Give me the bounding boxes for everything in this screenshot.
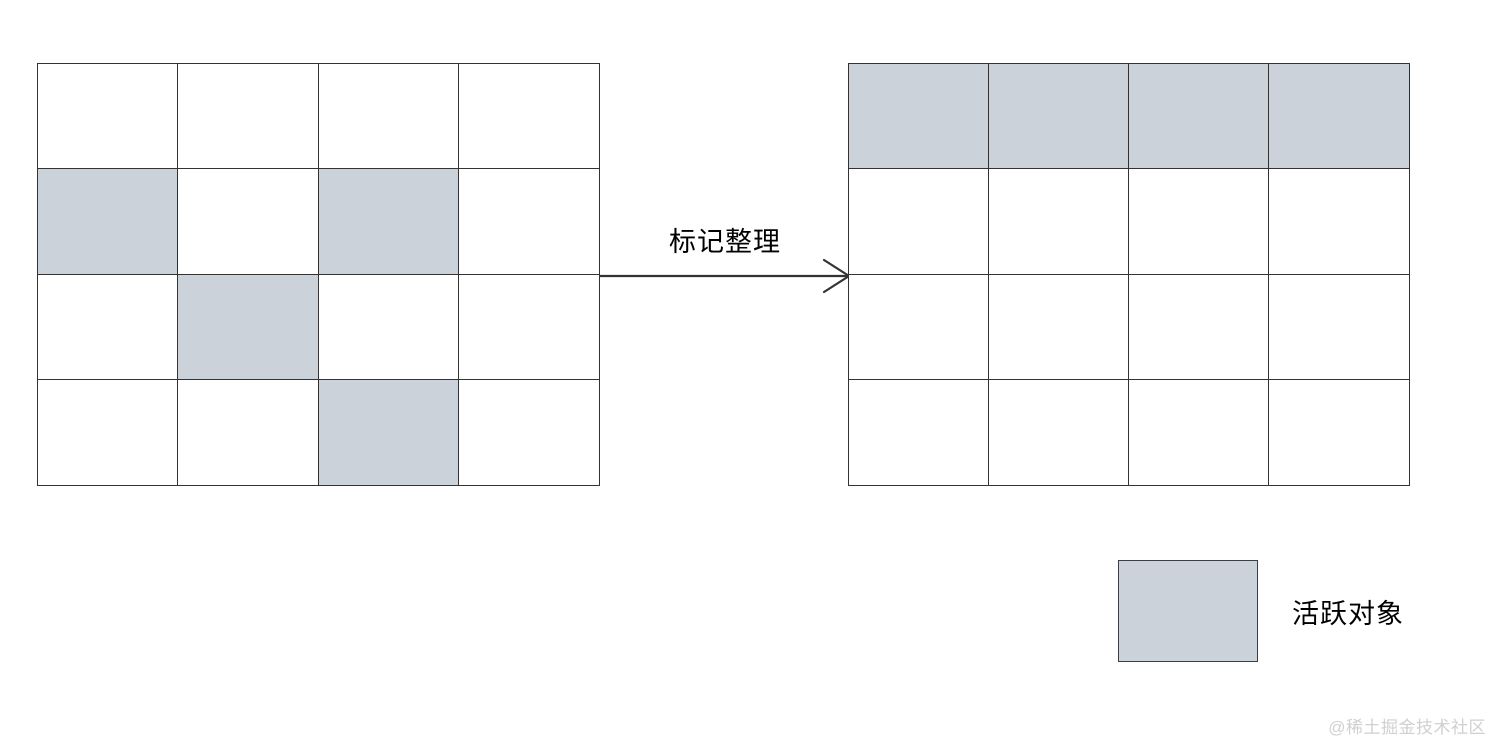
grid-cell-empty (177, 63, 320, 171)
grid-cell-empty (988, 273, 1130, 381)
arrow-icon (600, 258, 852, 294)
legend: 活跃对象 (1118, 560, 1404, 662)
grid-cell-empty (848, 168, 990, 276)
grid-cell-empty (37, 273, 180, 381)
grid-cell-empty (37, 378, 180, 486)
grid-cell-active (1268, 63, 1410, 171)
arrow-label: 标记整理 (669, 227, 781, 257)
grid-cell-empty (177, 168, 320, 276)
grid-cell-active (317, 378, 460, 486)
grid-cell-empty (457, 63, 600, 171)
grid-cell-empty (457, 273, 600, 381)
grid-cell-active (37, 168, 180, 276)
grid-cell-empty (1128, 378, 1270, 486)
grid-cell-active (177, 273, 320, 381)
grid-cell-empty (1268, 168, 1410, 276)
heap-after-grid (848, 63, 1410, 486)
legend-label: 活跃对象 (1292, 598, 1404, 629)
grid-cell-empty (37, 63, 180, 171)
transition-arrow (596, 200, 856, 360)
legend-swatch-active-object (1118, 560, 1258, 662)
grid-cell-active (1128, 63, 1270, 171)
grid-cell-empty (1128, 168, 1270, 276)
grid-cell-empty (317, 273, 460, 381)
grid-cell-empty (177, 378, 320, 486)
grid-cell-empty (457, 168, 600, 276)
grid-cell-empty (988, 168, 1130, 276)
heap-before-grid (37, 63, 600, 486)
grid-cell-active (317, 168, 460, 276)
grid-cell-empty (1268, 378, 1410, 486)
grid-cell-active (848, 63, 990, 171)
grid-cell-active (988, 63, 1130, 171)
grid-cell-empty (988, 378, 1130, 486)
grid-cell-empty (848, 378, 990, 486)
arrow-head (822, 258, 852, 294)
grid-cell-empty (457, 378, 600, 486)
watermark: @稀土掘金技术社区 (1328, 718, 1486, 737)
grid-cell-empty (1128, 273, 1270, 381)
grid-cell-empty (1268, 273, 1410, 381)
grid-cell-empty (848, 273, 990, 381)
grid-cell-empty (317, 63, 460, 171)
